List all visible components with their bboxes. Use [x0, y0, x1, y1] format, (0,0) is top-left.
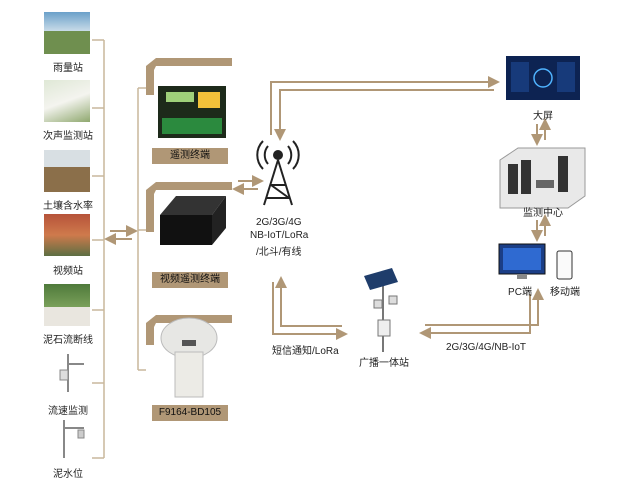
panel-tab-2	[146, 182, 232, 232]
pc-monitor	[498, 243, 546, 279]
mobile-phone	[556, 250, 573, 280]
big-screen-label: 大屏	[533, 111, 553, 122]
rain-gauge-station-photo	[44, 12, 90, 54]
infrasound-station-photo	[44, 80, 90, 122]
monitoring-center-room	[499, 147, 586, 209]
panel-tab-3	[146, 315, 232, 345]
stations-terminals-arrows	[104, 225, 138, 245]
screen-center-arrows	[531, 118, 551, 242]
terminal-label: 遥测终端	[152, 148, 228, 164]
terminal-label: 视频遥测终端	[152, 272, 228, 288]
station-label: 次声监测站	[43, 131, 93, 142]
station-label: 流速监测	[48, 406, 88, 417]
broadcast-station-pole	[364, 268, 398, 352]
signal-tower-icon	[256, 140, 300, 206]
pc-broadcast-arrows	[419, 288, 544, 339]
station-label: 泥石流断线	[43, 335, 93, 346]
video-station-photo	[44, 214, 90, 256]
terminals-bracket	[137, 87, 146, 371]
terminals-tower-arrows	[232, 175, 264, 195]
tower-screen-arrows	[270, 76, 500, 141]
station-label: 雨量站	[53, 63, 83, 74]
mud-water-level-pole-photo	[63, 420, 85, 458]
flow-velocity-pole-photo	[59, 354, 84, 392]
soil-moisture-photo	[44, 150, 90, 192]
tower-broadcast-arrows	[272, 276, 348, 340]
pc-label: PC端	[508, 287, 532, 298]
tower-network-line: /北斗/有线	[256, 247, 302, 258]
monitoring-center-label: 监测中心	[523, 208, 563, 219]
broadcast-station-label: 广播一体站	[359, 358, 409, 369]
tower-network-line: 2G/3G/4G	[256, 217, 302, 228]
link-label-sms-lora: 短信通知/LoRa	[272, 346, 339, 357]
stations-bracket	[92, 39, 105, 459]
station-label: 视频站	[53, 266, 83, 277]
link-label-network: 2G/3G/4G/NB-IoT	[446, 342, 527, 353]
mobile-label: 移动端	[550, 287, 580, 298]
station-label: 土壤含水率	[43, 201, 93, 212]
big-screen-dashboard	[506, 56, 580, 100]
beidou-antenna-device	[160, 317, 218, 398]
panel-tab-1	[146, 58, 232, 95]
terminal-label: F9164-BD105	[152, 405, 228, 421]
tower-network-line: NB-IoT/LoRa	[250, 230, 309, 241]
debris-flow-wire-photo	[44, 284, 90, 326]
telemetry-terminal-device	[158, 86, 226, 138]
station-label: 泥水位	[53, 469, 83, 480]
video-telemetry-box-device	[160, 196, 226, 245]
